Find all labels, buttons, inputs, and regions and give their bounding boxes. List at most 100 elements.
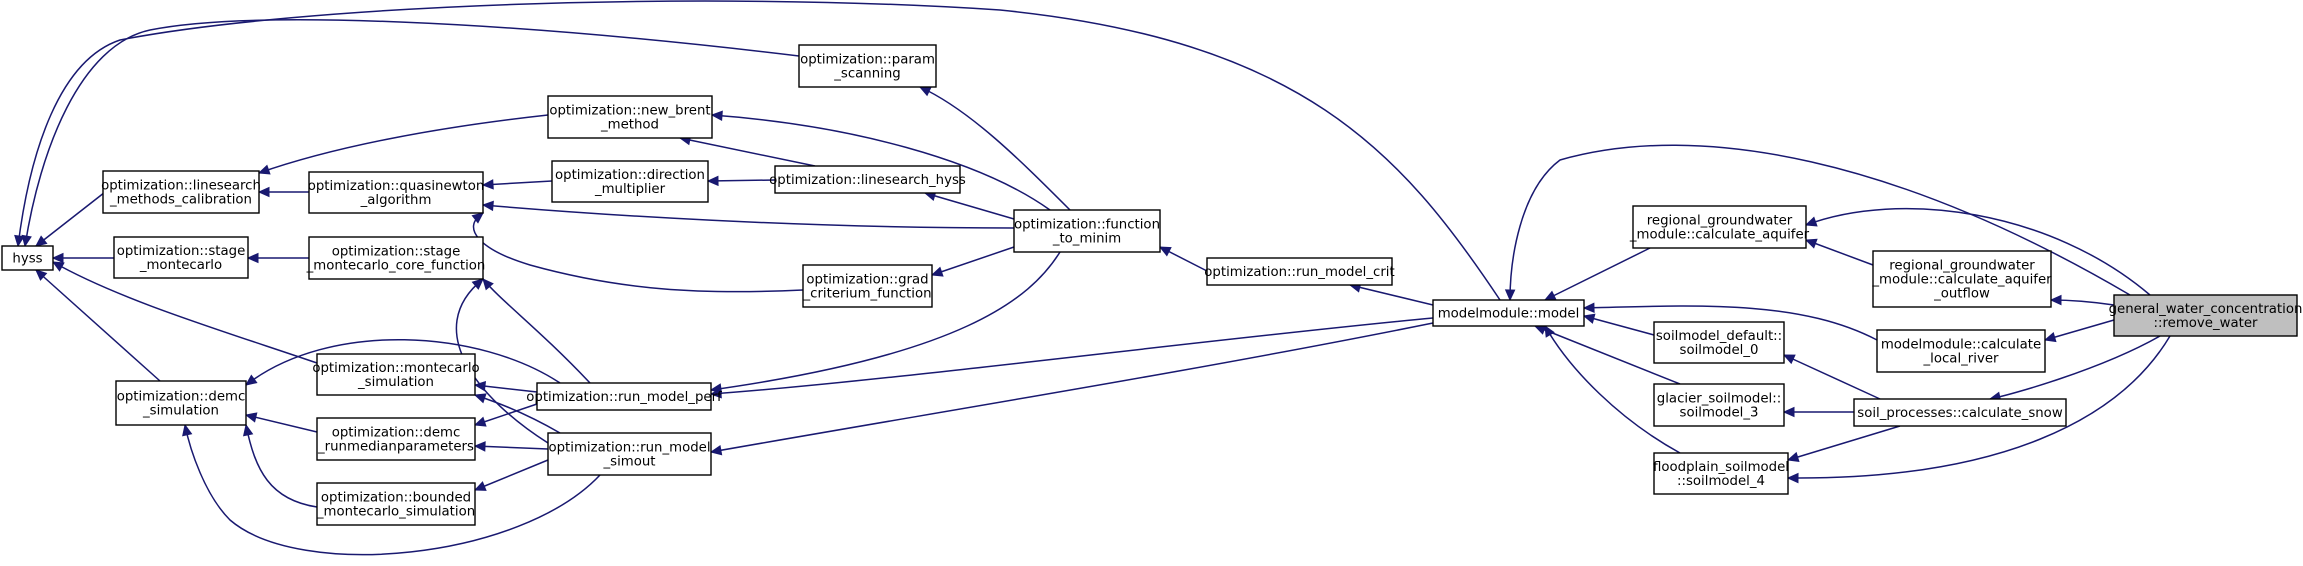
node-stage_mc[interactable]: optimization::stage_montecarlo [113, 236, 249, 279]
node-label: soilmodel_default:: [1656, 329, 1782, 344]
node-ls_calib[interactable]: optimization::linesearch_methods_calibra… [101, 170, 261, 214]
edge-run_simout-to-demc_sim [184, 424, 601, 556]
edge-demc_sim-to-hyss [35, 269, 161, 382]
arrowhead [706, 175, 719, 187]
node-label: modelmodule::calculate [1881, 338, 2041, 353]
node-mc_sim[interactable]: optimization::montecarlo_simulation [312, 353, 480, 396]
arrowhead [21, 234, 32, 248]
node-label: regional_groundwater [1647, 214, 1793, 229]
node-direction[interactable]: optimization::direction_multiplier [551, 160, 709, 203]
node-quasinewton[interactable]: optimization::quasinewton_algorithm [308, 171, 485, 214]
edge-remove_water-to-model [1509, 144, 2131, 301]
node-box [1876, 329, 2046, 373]
node-label: _montecarlo [139, 258, 222, 273]
node-remove_water[interactable]: general_water_concentration::remove_wate… [2109, 294, 2303, 337]
arrowhead [473, 416, 487, 427]
node-demc_sim[interactable]: optimization::demc_simulation [115, 380, 247, 426]
node-hyss[interactable]: hyss [1, 245, 54, 271]
node-label: ::remove_water [2154, 316, 2259, 331]
arrowhead [482, 278, 494, 291]
arrowhead [1543, 290, 1557, 301]
node-snow[interactable]: soil_processes::calculate_snow [1853, 398, 2067, 427]
node-bounded_mc[interactable]: optimization::bounded_montecarlo_simulat… [316, 482, 476, 526]
node-label: optimization::linesearch_hyss [769, 173, 966, 188]
arrowhead [1582, 302, 1595, 313]
node-label: _montecarlo_core_function [306, 259, 486, 274]
arrowhead [246, 252, 259, 264]
node-label: floodplain_soilmodel [1653, 460, 1789, 475]
node-local_river[interactable]: modelmodule::calculate_local_river [1876, 329, 2046, 373]
node-box [1653, 321, 1785, 364]
node-label: soilmodel_3 [1680, 406, 1759, 421]
node-label: optimization::direction [555, 168, 705, 183]
graph-edges [14, 0, 2171, 556]
node-box [1853, 398, 2067, 427]
node-grad[interactable]: optimization::grad_criterium_function [802, 264, 933, 308]
arrowhead [1158, 246, 1172, 257]
node-glacier[interactable]: glacier_soilmodel::soilmodel_3 [1653, 383, 1785, 427]
node-box [551, 160, 709, 203]
edge-new_brent-to-ls_calib [258, 114, 549, 174]
node-label: optimization::quasinewton [308, 179, 485, 194]
edge-model-to-run_simout [710, 322, 1434, 453]
node-label: optimization::run_model [548, 441, 710, 456]
node-box [1632, 205, 1807, 249]
edge-bounded_mc-to-demc_sim [245, 424, 318, 508]
arrowhead [51, 252, 64, 264]
edge-ls_hyss-to-new_brent [679, 137, 816, 167]
edge-rg_outflow-to-rg_aquifer [1805, 239, 1874, 266]
node-label: _simout [603, 455, 656, 470]
node-floodplain[interactable]: floodplain_soilmodel::soilmodel_4 [1653, 452, 1789, 495]
arrowhead [2049, 294, 2062, 306]
edge-param_scan-to-hyss [24, 19, 800, 247]
arrowhead [1782, 406, 1795, 418]
arrowhead [182, 423, 193, 437]
node-ls_hyss[interactable]: optimization::linesearch_hyss [769, 165, 966, 194]
arrowhead [471, 278, 484, 290]
arrowhead [481, 200, 494, 212]
edge-run_simout-to-bounded_mc [474, 459, 549, 491]
arrowhead [51, 261, 65, 272]
node-label: _algorithm [360, 193, 432, 208]
node-rg_aquifer[interactable]: regional_groundwater_module::calculate_a… [1629, 205, 1810, 249]
node-label: soilmodel_0 [1680, 343, 1759, 358]
node-label: _to_minim [1052, 232, 1121, 247]
edge-sm_default-to-model [1583, 315, 1655, 336]
node-sm_default[interactable]: soilmodel_default::soilmodel_0 [1653, 321, 1785, 364]
node-run_crit[interactable]: optimization::run_model_crit [1204, 257, 1395, 286]
edge-model-to-hyss [17, 0, 1501, 301]
arrowhead [257, 164, 271, 175]
node-label: optimization::linesearch [101, 179, 261, 194]
arrowhead [1786, 451, 1800, 462]
arrowhead [473, 441, 486, 452]
node-param_scan[interactable]: optimization::param_scanning [798, 44, 937, 88]
edge-func_minim-to-run_perf [710, 251, 1061, 391]
node-label: glacier_soilmodel:: [1657, 392, 1781, 407]
node-model[interactable]: modelmodule::model [1432, 299, 1585, 327]
node-label: optimization::new_brent [549, 104, 710, 119]
node-label: hyss [12, 252, 42, 267]
node-label: _method [600, 118, 659, 133]
node-label: ::soilmodel_4 [1677, 474, 1765, 489]
edge-run_perf-to-stage_core [482, 278, 591, 384]
node-box [774, 165, 961, 194]
node-demc_runmedian[interactable]: optimization::demc_runmedianparameters [316, 417, 476, 461]
arrowhead [257, 186, 270, 198]
node-run_simout[interactable]: optimization::run_model_simout [547, 432, 712, 476]
node-new_brent[interactable]: optimization::new_brent_method [547, 95, 713, 139]
arrowhead [35, 269, 48, 281]
arrowhead [1533, 325, 1547, 335]
arrowhead [1804, 238, 1818, 249]
arrowhead [1504, 289, 1516, 302]
arrowhead [1786, 472, 1799, 484]
edge-snow-to-floodplain [1787, 425, 1901, 461]
edge-ls_hyss-to-direction [707, 179, 776, 182]
node-box [316, 353, 476, 396]
node-box [547, 432, 712, 476]
node-stage_core[interactable]: optimization::stage_montecarlo_core_func… [306, 236, 486, 280]
node-rg_outflow[interactable]: regional_groundwater_module::calculate_a… [1871, 250, 2052, 308]
node-box [1653, 383, 1785, 427]
node-run_perf[interactable]: optimization::run_model_perf [526, 382, 722, 411]
node-func_minim[interactable]: optimization::function_to_minim [1013, 209, 1161, 253]
node-box [1013, 209, 1161, 253]
